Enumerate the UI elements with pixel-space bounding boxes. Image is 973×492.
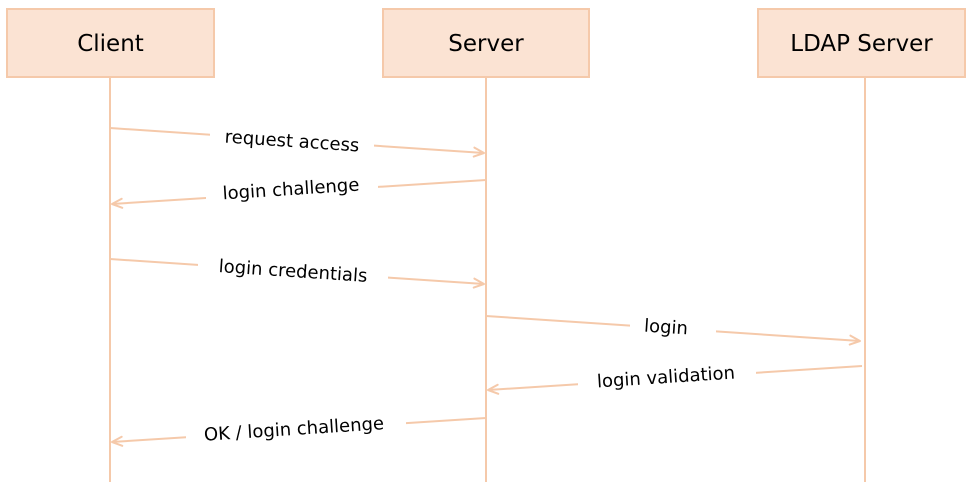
arrowhead-icon (487, 383, 500, 395)
message-label: login (643, 316, 688, 340)
message-ok-login-challenge: OK / login challenge (111, 413, 487, 447)
actor-ldap: LDAP Server (757, 8, 966, 78)
actor-label-client: Client (77, 31, 144, 57)
message-login-credentials: login credentials (109, 256, 485, 289)
actor-box-client (6, 8, 215, 78)
actor-box-ldap (757, 8, 966, 78)
actor-box-server (382, 8, 590, 78)
arrowhead-icon (472, 277, 485, 289)
arrowhead-icon (111, 197, 124, 209)
actor-label-ldap: LDAP Server (790, 31, 933, 57)
message-login: login (485, 314, 861, 346)
actor-label-server: Server (448, 31, 524, 57)
arrowhead-icon (848, 334, 861, 346)
message-request-access: request access (109, 124, 485, 158)
actor-client: Client (6, 8, 215, 78)
message-login-challenge: login challenge (111, 174, 487, 209)
message-login-validation: login validation (487, 362, 863, 395)
actor-server: Server (382, 8, 590, 78)
arrowhead-icon (472, 146, 485, 158)
arrowhead-icon (111, 435, 124, 447)
